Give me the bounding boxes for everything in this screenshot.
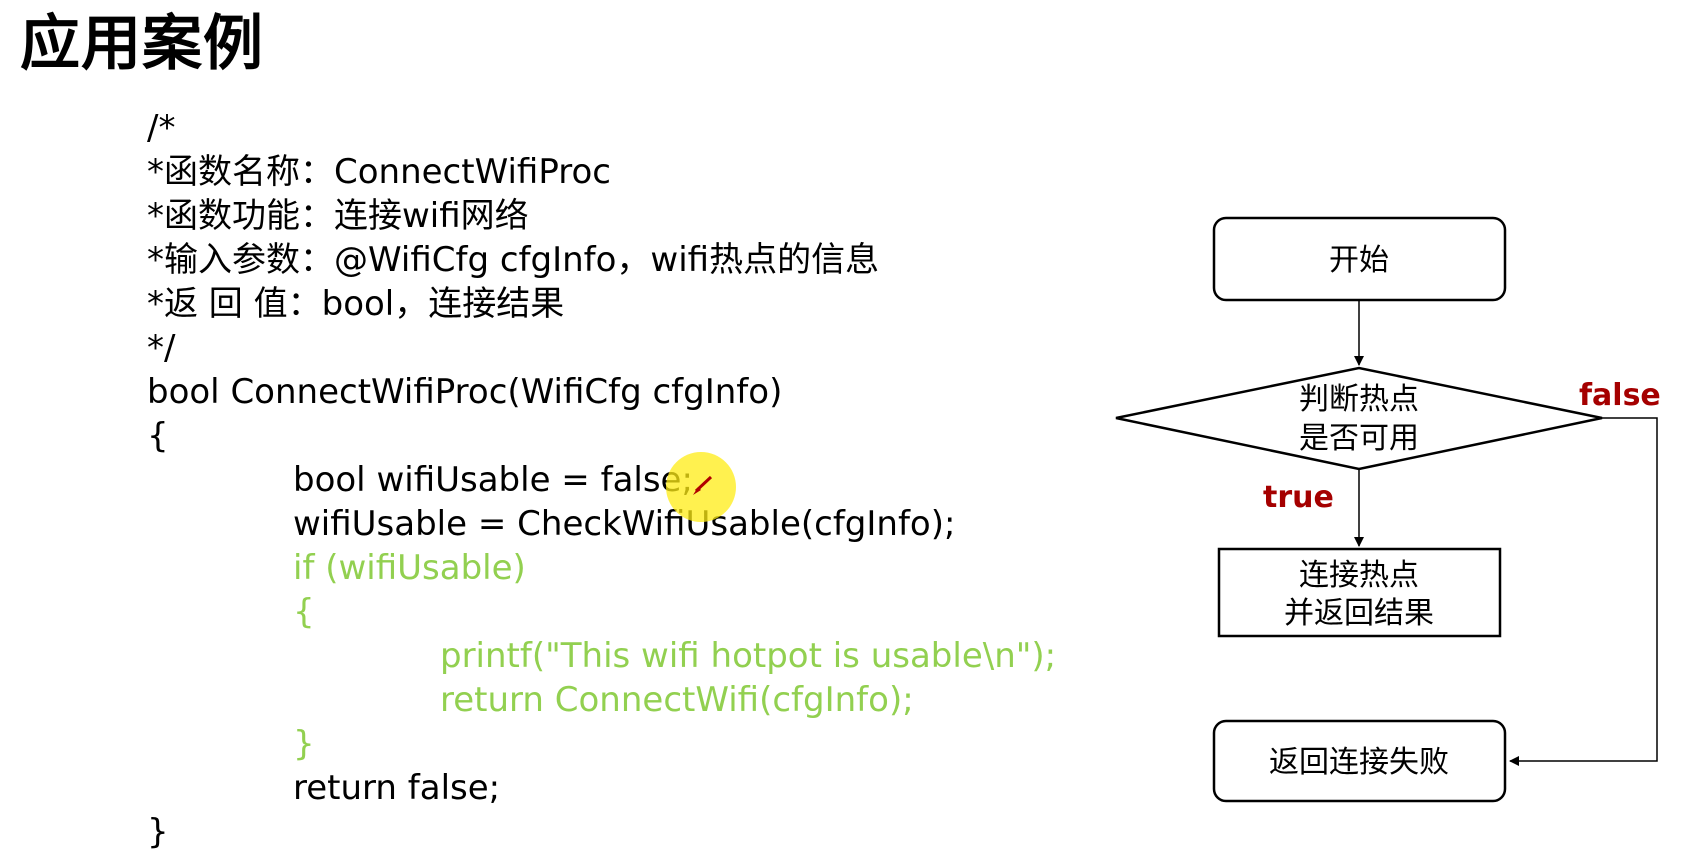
code-line-3: *函数功能：连接wifi网络 — [147, 196, 529, 236]
code-line-15: } — [293, 724, 315, 764]
start-node-label: 开始 — [1329, 243, 1389, 278]
fail-node — [1212, 719, 1507, 803]
code-line-6: */ — [147, 328, 176, 368]
code-line-5: *返 回 值：bool，连接结果 — [147, 284, 565, 324]
code-line-9: bool wifiUsable = false; — [293, 460, 693, 500]
code-line-2: *函数名称：ConnectWifiProc — [147, 152, 611, 192]
code-block: /* *函数名称：ConnectWifiProc *函数功能：连接wifi网络 … — [147, 106, 1107, 854]
page-title: 应用案例 — [20, 9, 264, 79]
pen-cursor-icon — [693, 475, 713, 495]
true-branch-label: true — [1263, 480, 1334, 515]
code-line-10: wifiUsable = CheckWifiUsable(cfgInfo); — [293, 504, 956, 544]
code-line-7: bool ConnectWifiProc(WifiCfg cfgInfo) — [147, 372, 783, 412]
decision-node-label-line1: 判断热点 — [1299, 382, 1419, 417]
code-line-12: { — [293, 592, 315, 632]
fail-node-label: 返回连接失败 — [1269, 745, 1449, 780]
code-line-16: return false; — [293, 768, 501, 808]
code-line-8: { — [147, 416, 169, 456]
connect-node — [1217, 547, 1502, 638]
code-line-4: *输入参数：@WifiCfg cfgInfo，wifi热点的信息 — [147, 240, 880, 280]
connect-node-label-line2: 并返回结果 — [1284, 596, 1434, 631]
false-branch-label: false — [1579, 378, 1661, 413]
arrow-decision-to-fail — [1509, 417, 1658, 766]
code-line-17: } — [147, 812, 169, 852]
decision-node-label-line2: 是否可用 — [1299, 421, 1419, 456]
code-line-13: printf("This wifi hotpot is usable\n"); — [440, 636, 1057, 676]
code-line-11: if (wifiUsable) — [293, 548, 526, 588]
code-line-1: /* — [147, 108, 176, 148]
code-line-14: return ConnectWifi(cfgInfo); — [440, 680, 914, 720]
connect-node-label-line1: 连接热点 — [1299, 558, 1419, 593]
